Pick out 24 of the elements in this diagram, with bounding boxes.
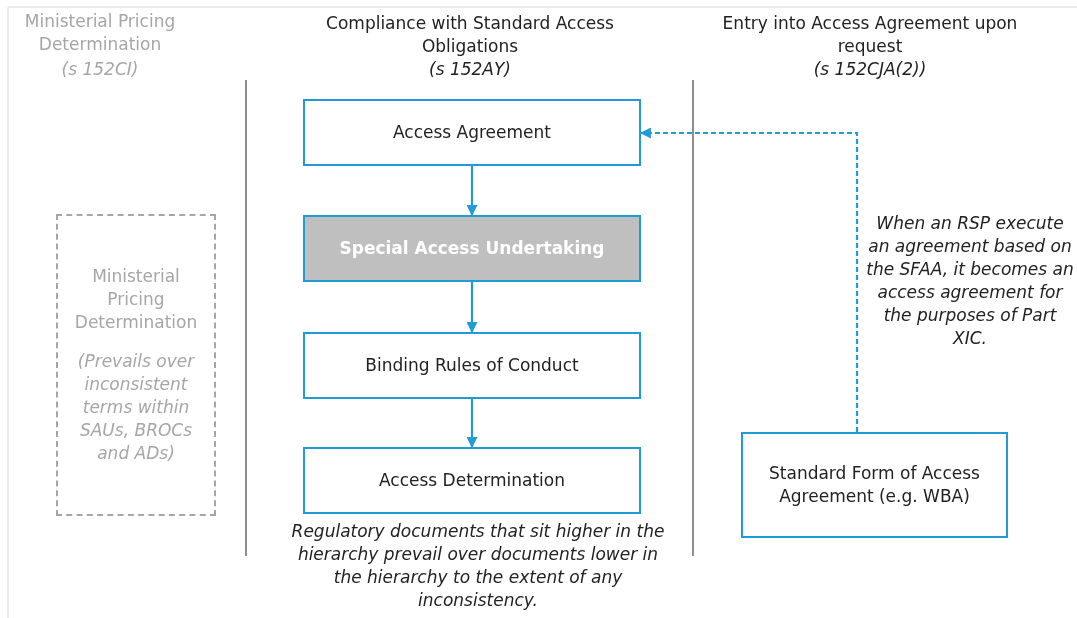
box-title: Ministerial Pricing Determination: [73, 265, 199, 334]
heading: Entry into Access Agreement upon request: [721, 12, 1019, 58]
section-ref: (s 152AY): [428, 58, 512, 81]
box-note: (Prevails over inconsistent terms within SAUs, BROCs and ADs): [76, 350, 196, 465]
process-box: [303, 99, 641, 166]
box-title: Access Determination: [379, 469, 565, 492]
arrow: [466, 282, 478, 334]
process-box: [303, 332, 641, 399]
note: When an RSP execute an agreement based on the SFAA, it becomes an access agreement for the purposes of Part XIC.: [866, 212, 1074, 350]
section-ref: (s 152CJA(2)): [812, 58, 928, 81]
process-box: [303, 447, 641, 514]
box-title: Standard Form of Access Agreement (e.g. WBA): [768, 462, 981, 508]
box-title: Access Agreement: [393, 121, 551, 144]
process-box: [741, 432, 1008, 538]
section-ref: (s 152CI): [60, 58, 140, 81]
process-box: [303, 215, 641, 282]
dashed-box: [56, 214, 216, 516]
arrow: [466, 166, 478, 217]
arrow: [466, 399, 478, 449]
box-title: Special Access Undertaking: [339, 237, 605, 260]
note: Regulatory documents that sit higher in the hierarchy prevail over documents lower in the hierarchy to the extent of any inconsistency.: [290, 520, 666, 612]
heading: Ministerial Pricing Determination: [23, 10, 177, 56]
heading: Compliance with Standard Access Obligations: [325, 12, 615, 58]
box-title: Binding Rules of Conduct: [365, 354, 579, 377]
